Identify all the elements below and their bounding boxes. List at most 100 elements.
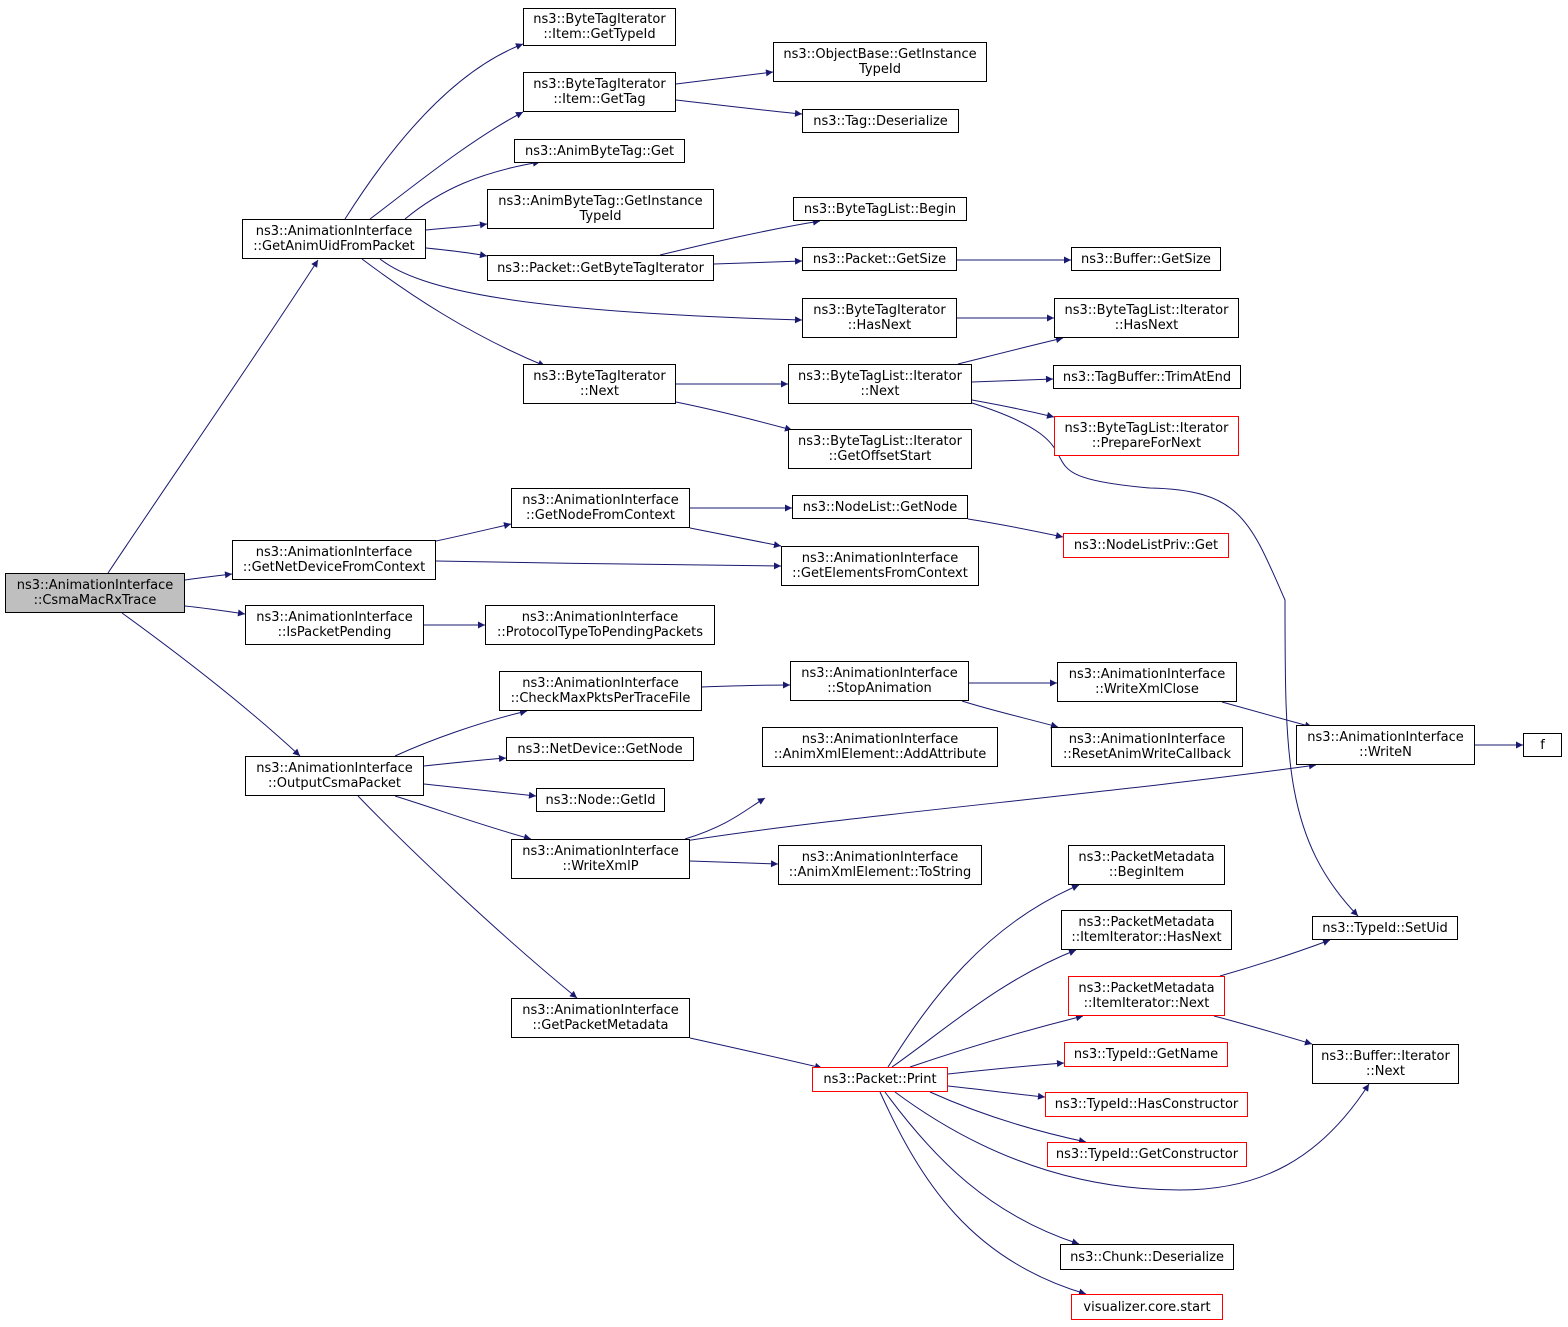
graph-node-nodeListPriv[interactable]: ns3::NodeListPriv::Get [1063,533,1229,558]
graph-node-toString[interactable]: ns3::AnimationInterface::AnimXmlElement:… [778,845,982,885]
edge-btlItNext-to-trimAtEnd [971,375,1054,383]
node-label-line: ns3::AnimationInterface [522,844,679,859]
node-label-line: ns3::Packet::GetByteTagIterator [497,260,704,276]
edge-pktPrint-to-pmItHasNext [891,949,1077,1068]
node-label-line: ns3::ObjectBase::GetInstance [783,47,977,62]
edge-getAnimUid-to-animByteTagGIT [425,221,488,231]
graph-node-btlItHasNext[interactable]: ns3::ByteTagList::Iterator::HasNext [1054,298,1239,338]
node-label-line: ns3::AnimationInterface [801,732,959,747]
node-label-line: ::IsPacketPending [277,625,392,640]
node-label-line: ::BeginItem [1108,865,1185,880]
graph-node-tagDeser[interactable]: ns3::Tag::Deserialize [802,109,959,133]
graph-node-bufGetSize[interactable]: ns3::Buffer::GetSize [1071,247,1221,271]
graph-node-getNodeCtx[interactable]: ns3::AnimationInterface::GetNodeFromCont… [511,488,690,528]
edge-outputCsma-to-nodeGetId [423,783,537,799]
graph-node-typeIdGetCtor[interactable]: ns3::TypeId::GetConstructor [1047,1142,1247,1167]
graph-node-writeXmlP[interactable]: ns3::AnimationInterface::WriteXmlP [511,839,690,879]
edge-getAnimUid-to-animByteTagGet [404,159,541,220]
edge-getPktMeta-to-pktPrint [689,1037,823,1070]
graph-node-pmBeginItem[interactable]: ns3::PacketMetadata::BeginItem [1068,845,1225,885]
graph-node-checkMax[interactable]: ns3::AnimationInterface::CheckMaxPktsPer… [499,671,702,711]
edge-getAnimUid-to-btiGetTag [369,111,524,220]
graph-node-btiGetTag[interactable]: ns3::ByteTagIterator::Item::GetTag [523,72,676,112]
graph-node-getOffset[interactable]: ns3::ByteTagList::Iterator::GetOffsetSta… [788,429,972,469]
graph-node-getElems[interactable]: ns3::AnimationInterface::GetElementsFrom… [781,546,979,586]
edge-pktPrint-to-typeIdGetName [947,1060,1065,1075]
graph-node-btiNext[interactable]: ns3::ByteTagIterator::Next [523,364,676,404]
graph-node-typeIdSetUid[interactable]: ns3::TypeId::SetUid [1312,916,1458,940]
node-label-line: ns3::Node::GetId [545,792,656,808]
graph-node-btlBegin[interactable]: ns3::ByteTagList::Begin [793,197,967,221]
graph-node-btiGetTypeId[interactable]: ns3::ByteTagIterator::Item::GetTypeId [523,8,676,46]
graph-node-isPending[interactable]: ns3::AnimationInterface::IsPacketPending [245,605,424,645]
graph-node-pktGetBTI[interactable]: ns3::Packet::GetByteTagIterator [487,255,714,281]
graph-node-pmItNext[interactable]: ns3::PacketMetadata::ItemIterator::Next [1068,976,1225,1016]
graph-node-vizStart[interactable]: visualizer.core.start [1071,1294,1223,1320]
graph-node-nodeGetId[interactable]: ns3::Node::GetId [536,788,665,812]
edge-getAnimUid-to-btiHasNext [379,258,803,324]
node-label-line: ::Item::GetTag [553,92,646,107]
node-label-line: ns3::PacketMetadata [1078,850,1215,865]
node-label-line: ns3::NetDevice::GetNode [517,741,683,757]
node-label-line: ns3::ByteTagIterator [813,303,946,318]
graph-node-writeN[interactable]: ns3::AnimationInterface::WriteN [1296,725,1475,765]
node-label-line: ns3::ByteTagIterator [533,369,666,384]
graph-node-getPktMeta[interactable]: ns3::AnimationInterface::GetPacketMetada… [511,998,690,1038]
node-label-line: TypeId [579,209,622,224]
graph-node-nodeListGet[interactable]: ns3::NodeList::GetNode [792,495,968,519]
node-label-line: ::WriteXmlClose [1095,682,1199,697]
node-label-line: ::Next [1365,1064,1406,1079]
graph-node-outputCsma[interactable]: ns3::AnimationInterface::OutputCsmaPacke… [245,756,424,796]
node-label-line: ns3::AnimByteTag::Get [524,143,675,159]
node-label-line: ns3::PacketMetadata [1078,915,1215,930]
node-label-line: f [1540,737,1545,753]
graph-node-btlItNext[interactable]: ns3::ByteTagList::Iterator::Next [788,364,972,404]
graph-node-writeXmlClose[interactable]: ns3::AnimationInterface::WriteXmlClose [1057,662,1237,702]
graph-node-protoType[interactable]: ns3::AnimationInterface::ProtocolTypeToP… [485,605,715,645]
node-label-line: ::ItemIterator::Next [1083,996,1210,1011]
edge-pktPrint-to-typeIdHasCtor [947,1085,1046,1100]
node-label-line: ::HasNext [1114,318,1179,333]
node-label-line: visualizer.core.start [1083,1299,1211,1315]
graph-node-typeIdGetName[interactable]: ns3::TypeId::GetName [1064,1042,1228,1067]
graph-node-resetCb[interactable]: ns3::AnimationInterface::ResetAnimWriteC… [1051,727,1243,767]
edge-pktGetBTI-to-pktGetSize [713,257,803,265]
node-label-line: ::HasNext [847,318,912,333]
edge-pktPrint-to-vizStart [879,1091,1087,1296]
graph-node-bufItNext[interactable]: ns3::Buffer::Iterator::Next [1312,1044,1459,1084]
graph-node-getAnimUid[interactable]: ns3::AnimationInterface::GetAnimUidFromP… [242,219,426,259]
node-label-line: ::Next [860,384,900,399]
node-label-line: ::AnimXmlElement::ToString [788,865,972,880]
node-label-line: ::CsmaMacRxTrace [33,593,157,608]
edge-root-to-outputCsma [121,612,301,757]
node-label-line: ::GetPacketMetadata [532,1018,669,1033]
graph-node-prepNext[interactable]: ns3::ByteTagList::Iterator::PrepareForNe… [1054,416,1239,456]
node-label-line: ::GetOffsetStart [828,449,932,464]
graph-node-addAttr[interactable]: ns3::AnimationInterface::AnimXmlElement:… [762,727,998,767]
edge-getNodeCtx-to-getElems [689,527,782,549]
graph-node-pktPrint[interactable]: ns3::Packet::Print [812,1067,948,1092]
graph-node-btiHasNext[interactable]: ns3::ByteTagIterator::HasNext [802,298,957,338]
edge-checkMax-to-stopAnim [701,681,791,689]
node-label-line: ::ResetAnimWriteCallback [1063,747,1231,762]
node-label-line: ::ItemIterator::HasNext [1071,930,1222,945]
graph-node-pmItHasNext[interactable]: ns3::PacketMetadata::ItemIterator::HasNe… [1061,910,1232,950]
node-label-line: ::ProtocolTypeToPendingPackets [497,625,703,640]
graph-node-stopAnim[interactable]: ns3::AnimationInterface::StopAnimation [790,661,969,701]
edge-btiGetTag-to-objBaseGIT [675,69,774,85]
graph-node-animByteTagGet[interactable]: ns3::AnimByteTag::Get [514,139,685,163]
node-label-line: ::OutputCsmaPacket [268,776,401,791]
graph-node-getNetDev[interactable]: ns3::AnimationInterface::GetNetDeviceFro… [232,540,436,580]
edge-outputCsma-to-writeXmlP [394,795,532,841]
graph-node-chunkDeser[interactable]: ns3::Chunk::Deserialize [1060,1244,1234,1270]
edge-btiNext-to-getOffset [675,401,793,432]
graph-node-pktGetSize[interactable]: ns3::Packet::GetSize [802,247,957,271]
node-label-line: ns3::Buffer::Iterator [1321,1049,1450,1064]
graph-node-f[interactable]: f [1523,733,1562,757]
node-label-line: ::CheckMaxPktsPerTraceFile [510,691,691,706]
graph-node-trimAtEnd[interactable]: ns3::TagBuffer::TrimAtEnd [1053,365,1241,389]
graph-node-typeIdHasCtor[interactable]: ns3::TypeId::HasConstructor [1045,1092,1248,1117]
graph-node-netDevGetNode[interactable]: ns3::NetDevice::GetNode [506,737,694,761]
